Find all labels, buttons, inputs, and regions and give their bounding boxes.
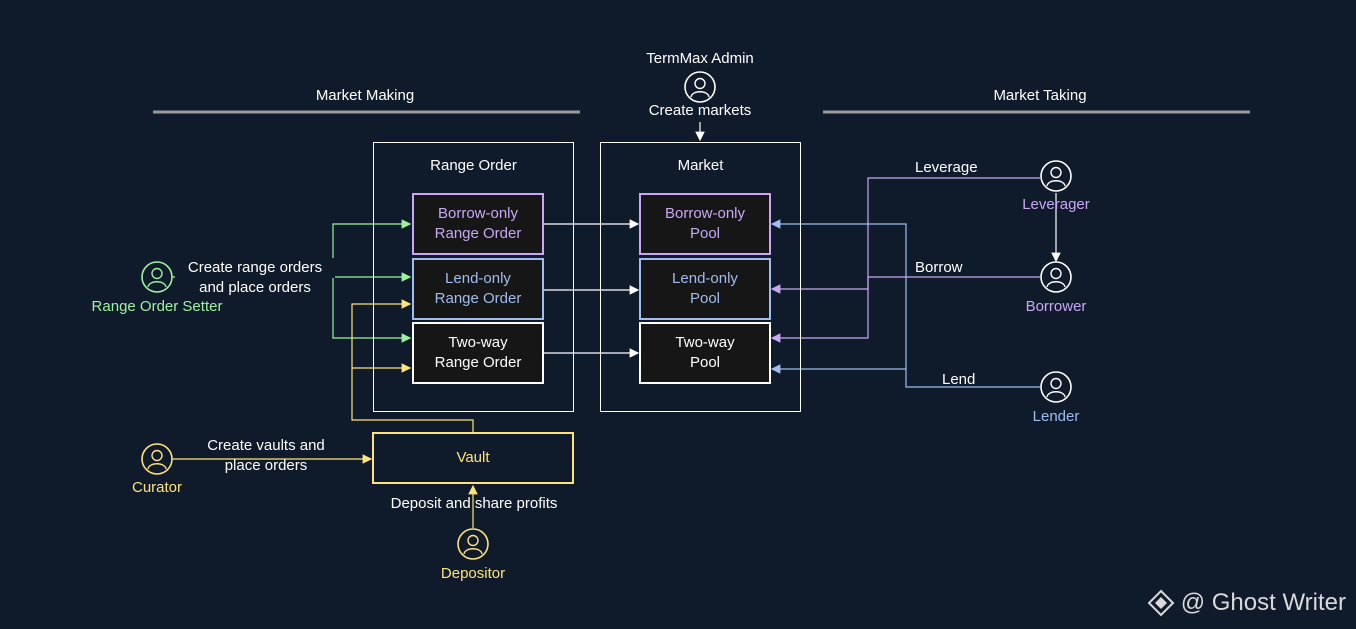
- admin-action-label: Create markets: [648, 102, 752, 119]
- curator-user-icon: [141, 443, 173, 475]
- two-way-pool[interactable]: Two-way Pool: [639, 322, 771, 384]
- range-order-setter-label: Range Order Setter: [91, 298, 223, 315]
- market-making-heading: Market Making: [315, 87, 415, 104]
- two-way-range-order-line1: Two-way: [448, 334, 508, 351]
- depositor-user-icon: [457, 528, 489, 560]
- borrow-only-range-order[interactable]: Borrow-only Range Order: [412, 193, 544, 255]
- two-way-range-order-line2: Range Order: [434, 354, 522, 371]
- setter-action-line2: and place orders: [199, 279, 311, 296]
- lend-only-range-order-line1: Lend-only: [445, 270, 511, 287]
- lend-only-pool[interactable]: Lend-only Pool: [639, 258, 771, 320]
- setter-action-line1: Create range orders: [175, 258, 335, 278]
- setter-to-two-way-range-edge: [332, 277, 412, 343]
- two-way-pool-line2: Pool: [689, 354, 721, 371]
- diamond-logo-icon: [1147, 589, 1175, 617]
- depositor-label: Depositor: [440, 565, 506, 582]
- admin-user-icon: [684, 71, 716, 103]
- borrow-only-range-order-line2: Range Order: [434, 225, 522, 242]
- lender-label: Lender: [1032, 408, 1080, 425]
- watermark-text: @ Ghost Writer: [1180, 589, 1346, 616]
- vault-to-lend-range-edge: [351, 299, 474, 433]
- lend-only-pool-line1: Lend-only: [672, 270, 738, 287]
- lend-edge-label: Lend: [942, 371, 976, 388]
- borrow-edge-label: Borrow: [915, 259, 963, 276]
- lender-to-borrow-pool-edge: [770, 219, 1040, 388]
- borrower-to-lend-pool-edge: [770, 276, 1040, 294]
- market-taking-heading: Market Taking: [993, 87, 1087, 104]
- range-order-group: [373, 142, 574, 412]
- leverager-user-icon: [1040, 160, 1072, 192]
- depositor-action-label: Deposit and share profits: [390, 495, 558, 512]
- curator-action-line2: place orders: [224, 457, 308, 474]
- leverager-label: Leverager: [1022, 196, 1090, 213]
- range-order-setter-user-icon: [141, 261, 173, 293]
- curator-label: Curator: [131, 479, 183, 496]
- lend-only-range-order[interactable]: Lend-only Range Order: [412, 258, 544, 320]
- borrow-only-range-order-line1: Borrow-only: [437, 205, 519, 222]
- market-group-title: Market: [677, 157, 724, 174]
- vault-node[interactable]: Vault: [372, 432, 574, 484]
- two-way-range-order[interactable]: Two-way Range Order: [412, 322, 544, 384]
- market-group: [600, 142, 801, 412]
- two-way-pool-line1: Two-way: [675, 334, 735, 351]
- admin-label: TermMax Admin: [646, 50, 754, 67]
- vault-label: Vault: [456, 449, 490, 466]
- watermark: @ Ghost Writer: [1147, 589, 1346, 617]
- borrow-only-pool-line1: Borrow-only: [664, 205, 746, 222]
- leverage-edge-label: Leverage: [915, 159, 978, 176]
- lend-only-pool-line2: Pool: [689, 290, 721, 307]
- borrow-only-pool[interactable]: Borrow-only Pool: [639, 193, 771, 255]
- lender-user-icon: [1040, 371, 1072, 403]
- borrower-label: Borrower: [1025, 298, 1087, 315]
- borrow-only-pool-line2: Pool: [689, 225, 721, 242]
- curator-action-line1: Create vaults and: [207, 437, 325, 454]
- leverager-to-two-way-pool-edge: [770, 177, 1040, 343]
- range-order-group-title: Range Order: [430, 157, 517, 174]
- lend-only-range-order-line2: Range Order: [434, 290, 522, 307]
- borrower-user-icon: [1040, 261, 1072, 293]
